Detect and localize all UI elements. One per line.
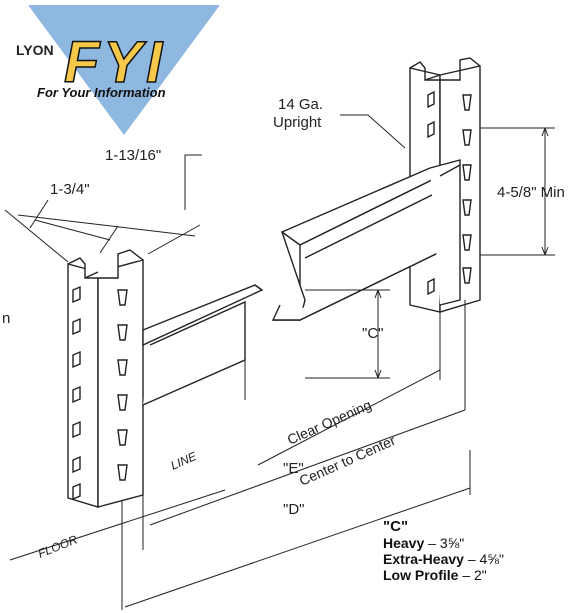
legend-row-heavy: Heavy – 3⅝" <box>383 535 465 551</box>
floor-label: FLOOR <box>36 532 80 561</box>
legend-title: "C" <box>383 518 409 535</box>
outer-width-label: 1-13/16" <box>105 147 161 164</box>
c-dimension-label: "C" <box>362 325 383 342</box>
legend-row-low-profile: Low Profile – 2" <box>383 567 487 583</box>
beam <box>271 159 461 322</box>
logo-triangle <box>28 5 220 135</box>
inner-width-label: 1-3/4" <box>50 181 90 198</box>
height-min-label: 4-5/8" Min <box>497 184 565 201</box>
c-legend: "C" Heavy – 3⅝" Extra-Heavy – 4⅝" Low Pr… <box>383 518 504 584</box>
d-dimension-label: "D" <box>283 501 304 518</box>
e-dimension-label: "E" <box>283 460 304 477</box>
edge-glyph: n <box>2 310 10 327</box>
dimension-lines <box>4 114 555 610</box>
line-label: LINE <box>169 449 200 473</box>
gauge-part-label: Upright <box>273 114 322 131</box>
logo-mark: FYI <box>64 30 166 95</box>
right-upright-slots <box>427 90 472 296</box>
left-upright-slots <box>72 285 128 501</box>
logo-brand: LYON <box>16 42 54 58</box>
gauge-label: 14 Ga. <box>278 96 323 113</box>
center-to-center-label: Center to Center <box>297 432 398 489</box>
left-upright <box>67 249 264 508</box>
clear-opening-label: Clear Opening <box>285 396 374 447</box>
lyon-fyi-logo: LYON FYI For Your Information <box>16 5 220 135</box>
legend-row-extra-heavy: Extra-Heavy – 4⅝" <box>383 551 504 567</box>
logo-tagline: For Your Information <box>37 85 166 100</box>
